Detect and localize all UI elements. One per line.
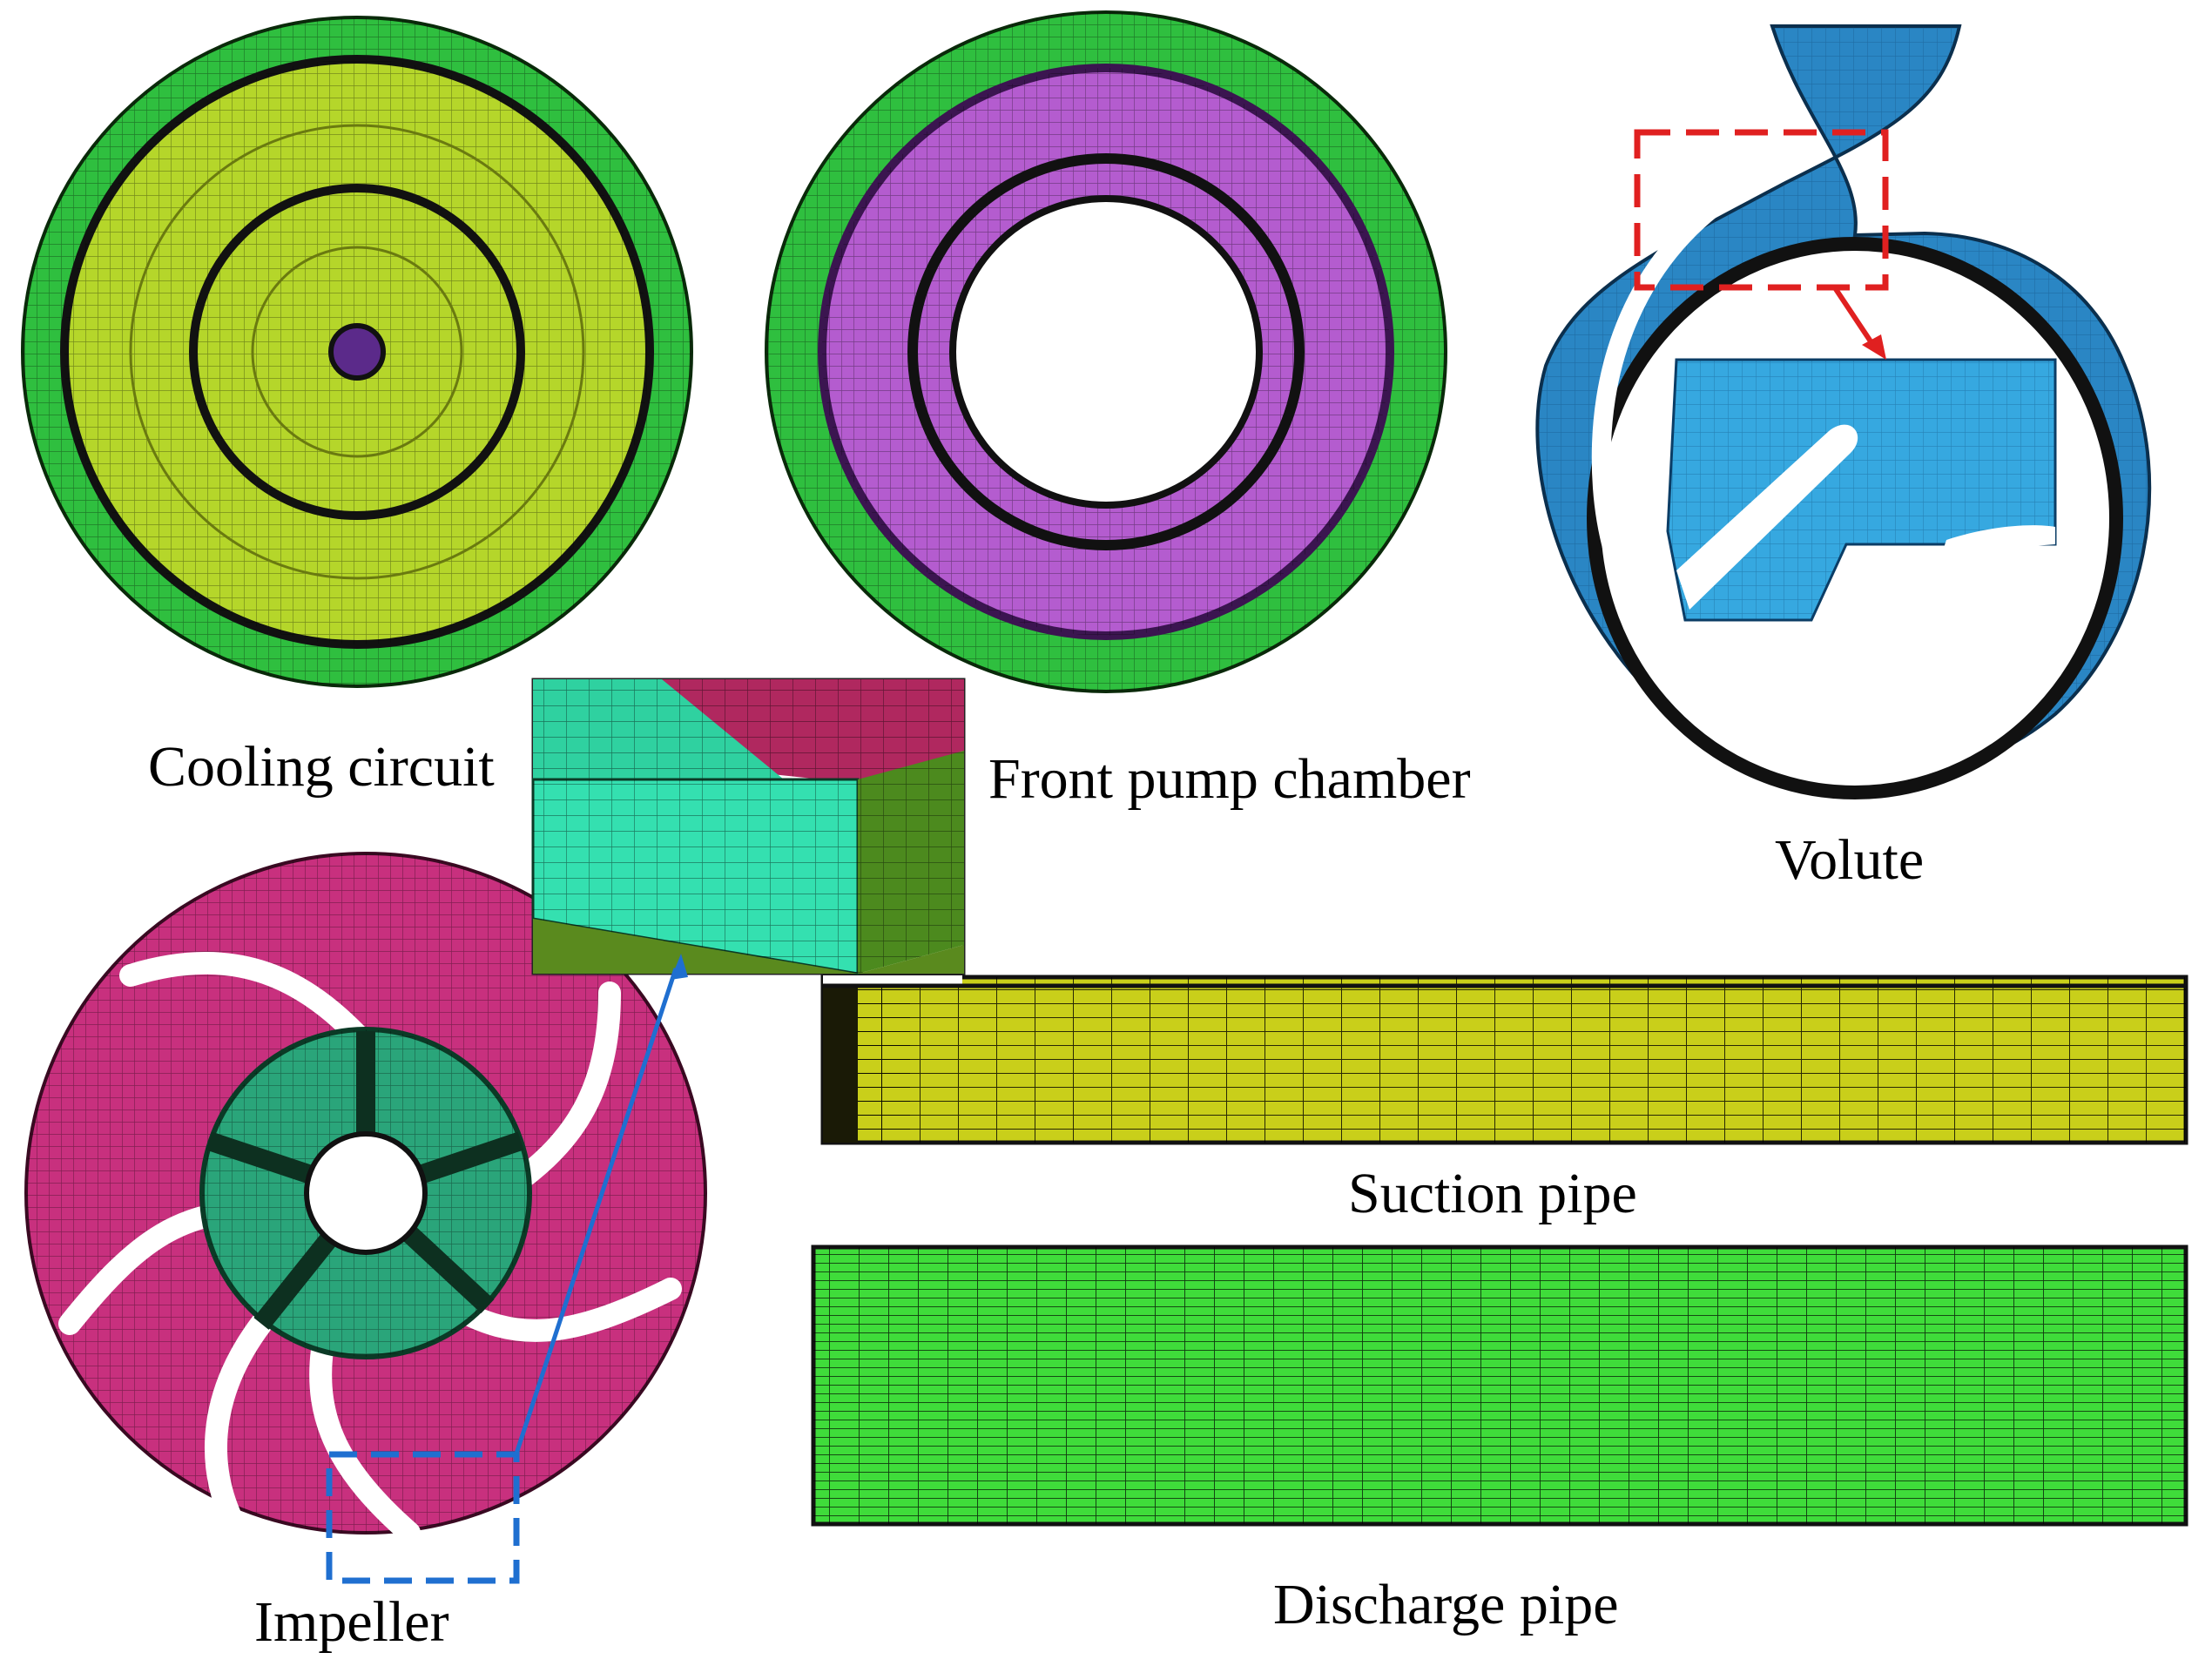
volute-callout bbox=[1634, 129, 1889, 360]
impeller-label: Impeller bbox=[254, 1590, 449, 1654]
volute-label: Volute bbox=[1775, 828, 1925, 892]
impeller-zoom-inset bbox=[531, 678, 966, 975]
cooling-circuit-mesh bbox=[21, 16, 693, 688]
cooling-circuit-label: Cooling circuit bbox=[148, 735, 495, 799]
impeller-mesh bbox=[24, 852, 707, 1553]
suction-pipe-label: Suction pipe bbox=[1348, 1162, 1637, 1225]
front-pump-chamber-label: Front pump chamber bbox=[988, 747, 1471, 811]
impeller-callout bbox=[326, 954, 688, 1584]
front-pump-chamber-mesh bbox=[765, 10, 1447, 693]
volute-zoom-inset bbox=[1666, 358, 2057, 622]
discharge-pipe-label: Discharge pipe bbox=[1273, 1573, 1619, 1636]
discharge-pipe-mesh bbox=[811, 1244, 2188, 1527]
suction-pipe-mesh bbox=[820, 975, 2188, 1145]
